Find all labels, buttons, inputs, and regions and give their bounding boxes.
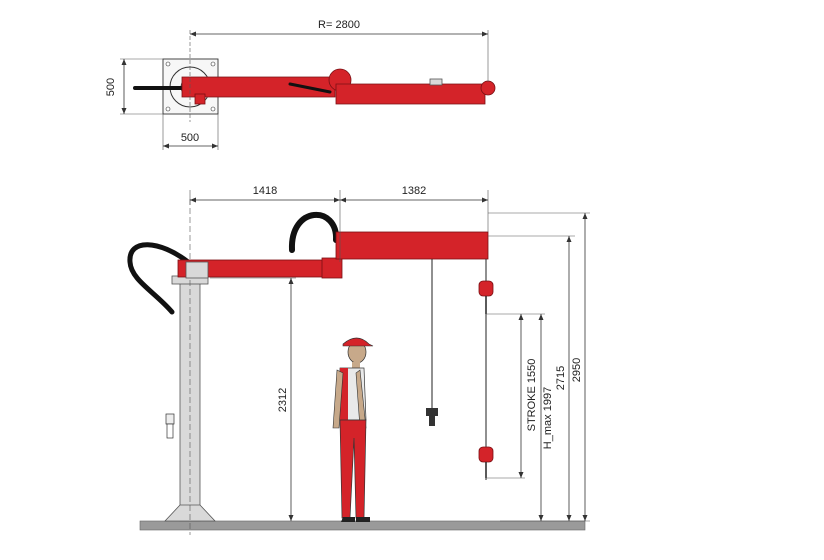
top-outer-arm xyxy=(335,83,486,105)
side-hose-elbow xyxy=(288,212,340,253)
dim-2715-label: 2715 xyxy=(555,366,567,390)
side-hose-left xyxy=(127,242,191,315)
dim-outer-arm-label: 1382 xyxy=(402,185,426,197)
dim-2950-label: 2950 xyxy=(571,358,583,382)
top-trolley-end xyxy=(480,80,496,96)
dim-inner-arm-label: 1418 xyxy=(253,185,277,197)
air-regulator xyxy=(165,413,175,439)
dim-hmax-label: H_max 1997 xyxy=(542,387,554,449)
side-view: 1418 1382 2312 STROKE 1550 H_max 1997 27… xyxy=(127,185,590,535)
dim-base-depth-label: 500 xyxy=(105,78,117,96)
dim-base-width-label: 500 xyxy=(181,132,199,144)
balancer-upper xyxy=(478,280,494,297)
column-foot xyxy=(164,504,216,522)
floor xyxy=(139,520,586,531)
top-view: R= 2800 500 500 xyxy=(105,19,496,150)
balancer-lower xyxy=(478,446,494,463)
dim-radius-label: R= 2800 xyxy=(318,19,360,31)
dim-stroke-label: STROKE 1550 xyxy=(526,359,538,432)
side-outer-arm xyxy=(335,231,489,260)
operator-figure xyxy=(332,337,374,522)
top-inner-arm xyxy=(181,76,336,98)
dim-column-height-label: 2312 xyxy=(277,388,289,412)
hanging-tool xyxy=(426,408,438,426)
